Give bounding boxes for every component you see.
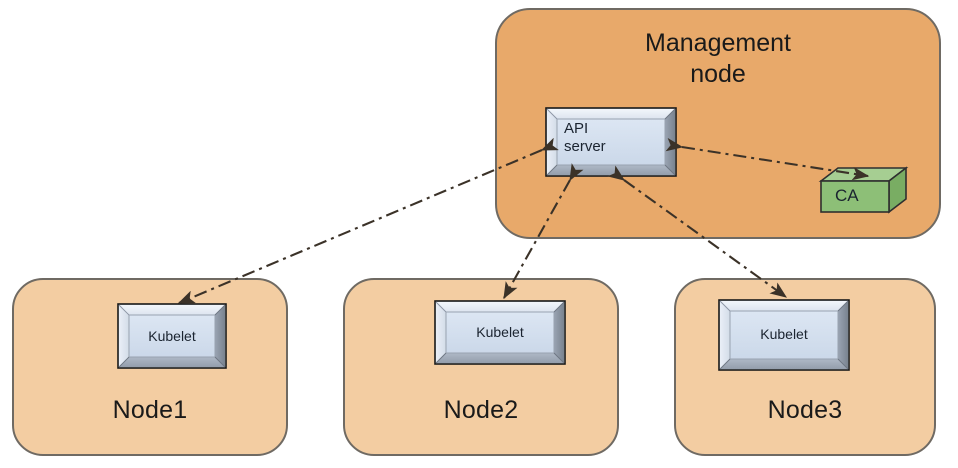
management-node-title-line1: Management xyxy=(645,29,791,57)
api-server-label-line2: server xyxy=(564,138,606,155)
node2-label: Node2 xyxy=(443,396,519,424)
node2-kubelet-box xyxy=(434,300,566,365)
node3-kubelet-box xyxy=(718,299,850,371)
api-server-label: API server xyxy=(564,120,606,156)
management-node-title-line2: node xyxy=(690,60,746,88)
node3-label: Node3 xyxy=(767,396,843,424)
node3-kubelet-label: Kubelet xyxy=(760,326,808,342)
node2-kubelet-label: Kubelet xyxy=(476,324,524,340)
ca-box xyxy=(818,166,909,214)
node1-kubelet-label: Kubelet xyxy=(148,328,196,344)
management-node-title: Management node xyxy=(496,28,940,90)
node1-kubelet-box xyxy=(117,303,227,369)
api-server-label-line1: API xyxy=(564,120,589,137)
ca-label: CA xyxy=(835,186,859,205)
node1-label: Node1 xyxy=(112,396,188,424)
